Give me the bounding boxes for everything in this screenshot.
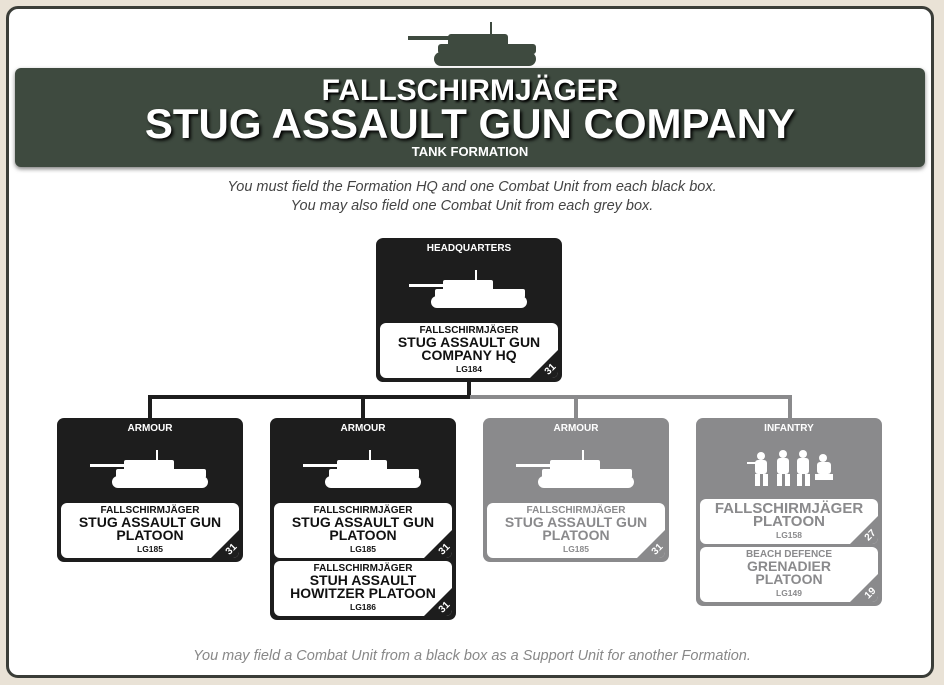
unit-nation: FALLSCHIRMJÄGER <box>313 563 413 574</box>
unit-card-hq[interactable]: FALLSCHIRMJÄGER STUG ASSAULT GUN COMPANY… <box>380 323 558 378</box>
connector <box>574 395 578 419</box>
unit-name: STUH ASSAULT HOWITZER PLATOON <box>290 572 436 601</box>
infantry-box: INFANTRY FALLSCHIRMJÄGER PLATOON LG158 2… <box>696 418 882 606</box>
banner-subtitle: TANK FORMATION <box>411 144 529 159</box>
unit-code: LG149 <box>776 588 802 598</box>
unit-name: FALLSCHIRMJÄGER PLATOON <box>714 500 864 530</box>
armour-box-2: ARMOUR FALLSCHIRMJÄGER STUG ASSAULT GUN … <box>270 418 456 620</box>
box-category: HEADQUARTERS <box>426 243 512 254</box>
unit-card[interactable]: FALLSCHIRMJÄGER STUH ASSAULT HOWITZER PL… <box>274 561 452 616</box>
unit-nation: FALLSCHIRMJÄGER <box>313 505 413 516</box>
unit-nation: FALLSCHIRMJÄGER <box>100 505 200 516</box>
unit-name: STUG ASSAULT GUN PLATOON <box>291 514 435 543</box>
box-category: ARMOUR <box>340 423 386 434</box>
unit-name: STUG ASSAULT GUN PLATOON <box>504 514 648 543</box>
connector <box>361 395 365 419</box>
unit-card[interactable]: FALLSCHIRMJÄGER STUG ASSAULT GUN PLATOON… <box>274 503 452 558</box>
unit-name: STUG ASSAULT GUN COMPANY HQ <box>397 334 541 363</box>
connector <box>470 395 792 399</box>
unit-code: LG186 <box>350 602 376 612</box>
box-category: ARMOUR <box>127 423 173 434</box>
tank-icon <box>516 450 634 488</box>
unit-code: LG185 <box>350 544 376 554</box>
tank-icon <box>303 450 421 488</box>
tank-icon <box>408 22 536 66</box>
connector <box>788 395 792 419</box>
unit-nation: FALLSCHIRMJÄGER <box>526 505 626 516</box>
connector <box>148 395 470 399</box>
unit-code: LG185 <box>137 544 163 554</box>
footer-note: You may field a Combat Unit from a black… <box>193 648 751 664</box>
connector <box>467 374 471 398</box>
box-category: ARMOUR <box>553 423 599 434</box>
banner-nation: FALLSCHIRMJÄGER <box>321 74 619 107</box>
banner-title: STUG ASSAULT GUN COMPANY <box>144 100 796 147</box>
box-category: INFANTRY <box>764 423 814 434</box>
unit-code: LG185 <box>563 544 589 554</box>
instruction-line-2: You may also field one Combat Unit from … <box>290 198 654 214</box>
unit-code: LG184 <box>456 364 482 374</box>
unit-nation: FALLSCHIRMJÄGER <box>419 325 519 336</box>
unit-nation: BEACH DEFENCE <box>745 549 833 560</box>
unit-card[interactable]: BEACH DEFENCE GRENADIER PLATOON LG149 19 <box>700 547 878 602</box>
formation-banner: FALLSCHIRMJÄGER STUG ASSAULT GUN COMPANY… <box>15 68 925 167</box>
infantry-icon <box>747 450 833 486</box>
unit-code: LG158 <box>776 530 802 540</box>
unit-card[interactable]: FALLSCHIRMJÄGER PLATOON LG158 27 <box>700 499 878 544</box>
unit-name: GRENADIER PLATOON <box>746 558 831 587</box>
hq-box: HEADQUARTERS FALLSCHIRMJÄGER STUG ASSAUL… <box>376 238 562 382</box>
unit-card[interactable]: FALLSCHIRMJÄGER STUG ASSAULT GUN PLATOON… <box>487 503 665 558</box>
armour-box-1: ARMOUR FALLSCHIRMJÄGER STUG ASSAULT GUN … <box>57 418 243 562</box>
instruction-line-1: You must field the Formation HQ and one … <box>227 179 717 195</box>
unit-card[interactable]: FALLSCHIRMJÄGER STUG ASSAULT GUN PLATOON… <box>61 503 239 558</box>
tank-icon <box>90 450 208 488</box>
armour-box-3: ARMOUR FALLSCHIRMJÄGER STUG ASSAULT GUN … <box>483 418 669 562</box>
tank-icon <box>409 270 527 308</box>
connector <box>148 395 152 419</box>
unit-name: STUG ASSAULT GUN PLATOON <box>78 514 222 543</box>
